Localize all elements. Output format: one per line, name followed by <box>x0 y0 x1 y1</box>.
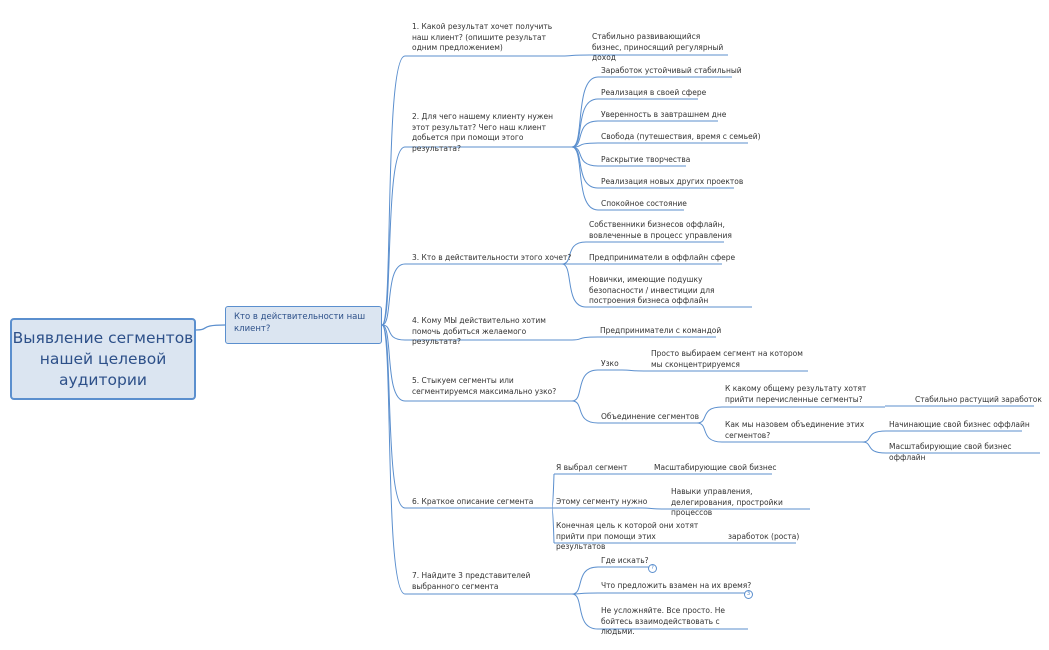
answer-6-needs-value[interactable]: Навыки управления, делегирования, простр… <box>671 487 783 517</box>
answer-5-narrow-detail[interactable]: Просто выбираем сегмент на котором мы ск… <box>651 349 803 369</box>
connector-line <box>561 241 587 265</box>
answer-6-needs[interactable]: Этому сегменту нужно <box>556 497 648 506</box>
count-marker-icon[interactable]: 3 <box>744 590 753 599</box>
answer-2-item[interactable]: Реализация в своей сфере <box>601 88 707 97</box>
question-5[interactable]: 5. Стыкуем сегменты или сегментируемся м… <box>412 376 557 396</box>
connector-line <box>696 422 723 443</box>
answer-7-offer[interactable]: Что предложить взамен на их время? <box>601 581 752 590</box>
root-topic[interactable]: Выявление сегментов нашей целевой аудито… <box>10 318 196 400</box>
answer-1[interactable]: Стабильно развивающийся бизнес, приносящ… <box>592 32 724 62</box>
connector-line <box>571 400 599 424</box>
connector-line <box>571 369 599 402</box>
connector-line <box>381 324 406 595</box>
answer-3-item[interactable]: Новички, имеющие подушку безопасности / … <box>589 275 715 305</box>
connector-line <box>381 324 406 402</box>
connector-line <box>696 406 723 424</box>
connector-line <box>621 369 649 372</box>
answer-2-item[interactable]: Раскрытие творчества <box>601 155 691 164</box>
question-7[interactable]: 7. Найдите 3 представителей выбранного с… <box>412 571 531 591</box>
connector-line <box>571 592 599 595</box>
connector-line <box>571 98 599 148</box>
answer-6-chose-value[interactable]: Масштабирующие свой бизнес <box>654 463 777 472</box>
answer-5-merge-question-2[interactable]: Как мы назовем объединение этих сегменто… <box>725 420 865 440</box>
connector-line <box>561 54 591 57</box>
answer-5-merge-answer-1[interactable]: Стабильно растущий заработок <box>915 395 1042 404</box>
answer-2-item[interactable]: Заработок устойчивый стабильный <box>601 66 742 75</box>
question-marker-icon[interactable]: ? <box>648 564 657 573</box>
answer-7-where[interactable]: Где искать? <box>601 556 649 565</box>
connector-line <box>381 55 406 326</box>
question-4[interactable]: 4. Кому МЫ действительно хотим помочь до… <box>412 316 546 346</box>
connector-line <box>571 76 599 148</box>
question-3[interactable]: 3. Кто в действительности этого хочет? <box>412 253 572 262</box>
answer-5-merge-answer-2[interactable]: Начинающие свой бизнес оффлайн <box>889 420 1030 429</box>
answer-5-merge-answer-2[interactable]: Масштабирующие свой бизнес оффлайн <box>889 442 1012 462</box>
question-1[interactable]: 1. Какой результат хочет получить наш кл… <box>412 22 553 52</box>
root-title: Выявление сегментов нашей целевой аудито… <box>12 328 194 389</box>
connector-line <box>381 324 406 509</box>
connector-line <box>861 441 887 454</box>
connector-line <box>381 146 406 326</box>
answer-5-narrow[interactable]: Узко <box>601 359 619 368</box>
connector-line <box>381 324 406 341</box>
answer-3-item[interactable]: Собственники бизнесов оффлайн, вовлеченн… <box>589 220 732 240</box>
answer-2-item[interactable]: Реализация новых других проектов <box>601 177 744 186</box>
answer-5-merge[interactable]: Объединение сегментов <box>601 412 700 421</box>
answer-2-item[interactable]: Спокойное состояние <box>601 199 687 208</box>
answer-6-chose[interactable]: Я выбрал сегмент <box>556 463 628 472</box>
subtopic-real-client[interactable]: Кто в действительности наш клиент? <box>225 306 382 344</box>
answer-6-goal-value[interactable]: заработок (роста) <box>728 532 800 541</box>
answer-6-goal[interactable]: Конечная цель к которой они хотят прийти… <box>556 521 699 551</box>
connector-line <box>195 324 226 331</box>
connector-line <box>561 263 587 308</box>
connector-line <box>571 593 599 630</box>
answer-2-item[interactable]: Уверенность в завтрашнем дне <box>601 110 727 119</box>
connector-line <box>571 146 599 211</box>
connector-line <box>551 507 555 544</box>
answer-4[interactable]: Предприниматели с командой <box>600 326 722 335</box>
connector-line <box>571 146 599 189</box>
connector-line <box>381 263 406 326</box>
connector-line <box>571 120 599 148</box>
connector-line <box>571 566 599 595</box>
connector-line <box>641 507 669 510</box>
answer-3-item[interactable]: Предприниматели в оффлайн сфере <box>589 253 736 262</box>
answer-5-merge-question-1[interactable]: К какому общему результату хотят прийти … <box>725 384 867 404</box>
connector-line <box>551 473 555 509</box>
answer-2-item[interactable]: Свобода (путешествия, время с семьей) <box>601 132 761 141</box>
answer-7-advice[interactable]: Не усложняйте. Все просто. Не бойтесь вз… <box>601 606 726 636</box>
question-6[interactable]: 6. Краткое описание сегмента <box>412 497 534 506</box>
connector-line <box>571 336 599 341</box>
question-2[interactable]: 2. Для чего нашему клиенту нужен этот ре… <box>412 112 554 153</box>
